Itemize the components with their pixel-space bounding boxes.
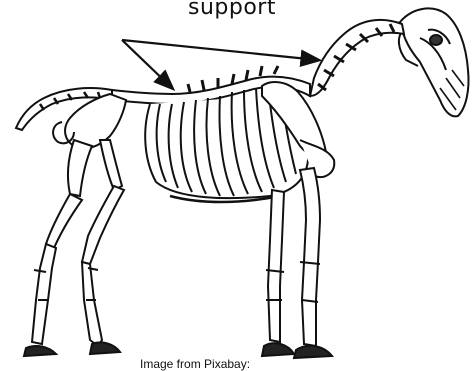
front-leg-near bbox=[294, 168, 332, 358]
pelvis bbox=[53, 94, 126, 148]
front-leg-far bbox=[262, 190, 294, 356]
arrow-to-neck bbox=[122, 40, 318, 60]
arrow-to-spine bbox=[122, 40, 172, 88]
hind-leg bbox=[24, 140, 124, 356]
skull bbox=[399, 8, 469, 116]
neck-vertebrae bbox=[310, 20, 404, 96]
